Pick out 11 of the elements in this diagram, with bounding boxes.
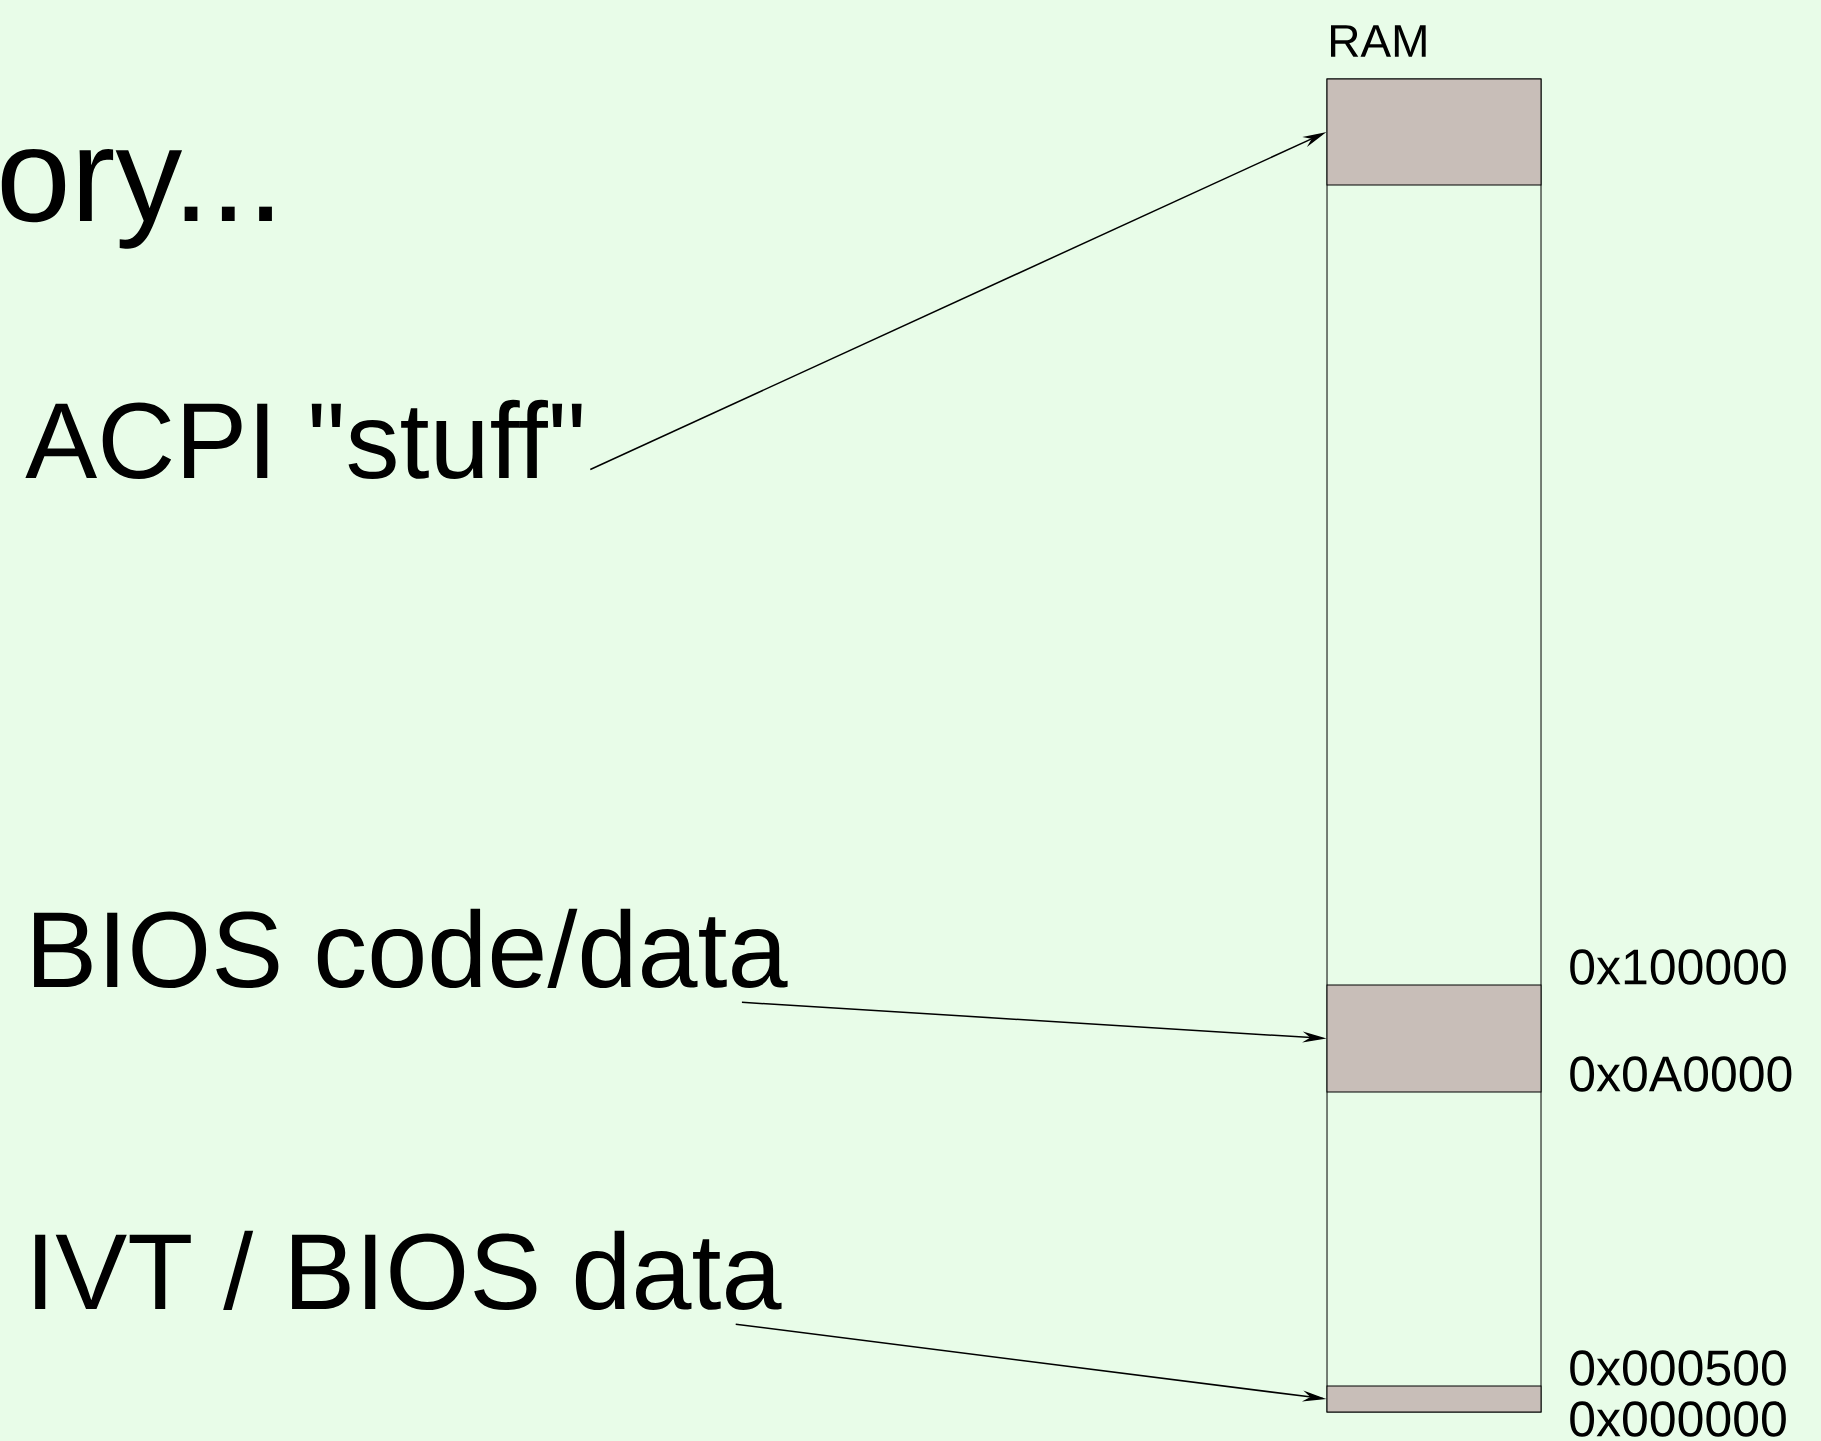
region-label: ACPI "stuff" xyxy=(25,399,582,480)
address-label: 0x100000 xyxy=(1570,949,1786,985)
address-label: 0x000000 xyxy=(1570,1401,1786,1437)
slide-title: ory... xyxy=(1,148,272,249)
memory-region xyxy=(1326,984,1542,1093)
region-label: IVT / BIOS data xyxy=(35,1230,782,1311)
column-heading: RAM xyxy=(1331,25,1426,57)
region-label: BIOS code/data xyxy=(34,908,788,989)
address-label: 0x000500 xyxy=(1570,1350,1786,1386)
memory-region xyxy=(1326,78,1542,186)
memory-region xyxy=(1326,1385,1542,1413)
